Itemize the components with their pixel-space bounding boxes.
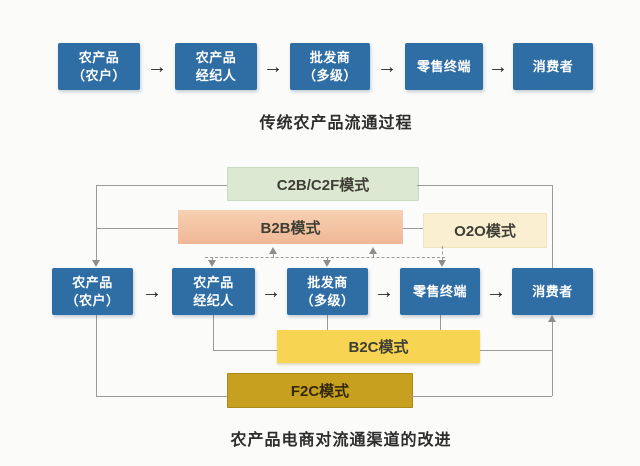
mode-f2c: F2C模式	[227, 373, 413, 408]
connector-line	[552, 322, 553, 396]
node-label: 消费者	[532, 58, 574, 74]
mode-b2c: B2C模式	[277, 330, 480, 363]
arrowhead-down-icon	[438, 260, 446, 267]
bottom-node-wholesaler: 批发商 （多级）	[287, 268, 368, 315]
connector-line	[411, 396, 552, 397]
mode-c2b-c2f: C2B/C2F模式	[227, 167, 419, 201]
connector-line	[327, 315, 328, 330]
node-label: （多级）	[300, 292, 355, 308]
arrowhead-down-icon	[208, 260, 216, 267]
connector-line	[440, 315, 441, 330]
top-node-retail-terminal: 零售终端	[405, 43, 483, 90]
node-label: 农产品	[193, 274, 234, 290]
connector-line	[213, 350, 277, 351]
arrowhead-up-icon	[269, 247, 277, 254]
top-node-farmer: 农产品 （农户）	[58, 43, 140, 90]
dashed-connector-line	[205, 257, 445, 258]
top-node-consumer: 消费者	[513, 43, 593, 90]
top-flow-caption: 传统农产品流通过程	[259, 115, 413, 132]
connector-line	[480, 350, 552, 351]
node-label: 零售终端	[416, 58, 471, 74]
flow-arrow-icon: →	[486, 281, 506, 303]
node-label: （农户）	[71, 67, 126, 83]
node-label: （农户）	[65, 292, 120, 308]
node-label: 零售终端	[412, 283, 467, 299]
top-node-wholesaler: 批发商 （多级）	[290, 43, 370, 90]
node-label: 农产品	[78, 49, 120, 65]
flow-arrow-icon: →	[261, 281, 281, 303]
node-label: 农产品	[72, 274, 113, 290]
flow-arrow-icon: →	[263, 56, 283, 78]
dashed-connector-line	[442, 246, 443, 260]
bottom-node-farmer: 农产品 （农户）	[52, 268, 133, 315]
bottom-node-retail-terminal: 零售终端	[400, 268, 480, 315]
arrowhead-down-icon	[323, 260, 331, 267]
connector-line	[373, 253, 374, 258]
flow-arrow-icon: →	[374, 281, 394, 303]
node-label: 农产品	[195, 49, 237, 65]
node-label: 经纪人	[193, 292, 234, 308]
arrowhead-down-icon	[92, 260, 100, 267]
arrowhead-up-icon	[548, 315, 556, 322]
mode-o2o: O2O模式	[423, 213, 547, 248]
bottom-node-broker: 农产品 经纪人	[172, 268, 255, 315]
node-label: 批发商	[307, 274, 348, 290]
connector-line	[212, 257, 213, 261]
node-label: （多级）	[302, 67, 357, 83]
arrowhead-up-icon	[369, 247, 377, 254]
connector-line	[96, 185, 227, 186]
flow-arrow-icon: →	[488, 56, 508, 78]
top-node-broker: 农产品 经纪人	[175, 43, 257, 90]
connector-line	[417, 185, 552, 186]
connector-line	[552, 185, 553, 268]
connector-line	[273, 253, 274, 258]
connector-line	[213, 315, 214, 350]
connector-line	[96, 185, 97, 260]
node-label: 消费者	[532, 283, 573, 299]
connector-line	[96, 315, 97, 396]
connector-line	[96, 228, 178, 229]
bottom-node-consumer: 消费者	[512, 268, 593, 315]
connector-line	[403, 228, 423, 229]
connector-line	[327, 257, 328, 261]
flow-arrow-icon: →	[147, 56, 167, 78]
bottom-flow-caption: 农产品电商对流通渠道的改进	[230, 432, 452, 449]
connector-line	[96, 396, 227, 397]
node-label: 经纪人	[195, 67, 237, 83]
flow-arrow-icon: →	[142, 281, 162, 303]
flow-arrow-icon: →	[377, 56, 397, 78]
node-label: 批发商	[309, 49, 351, 65]
mode-b2b: B2B模式	[178, 210, 403, 244]
